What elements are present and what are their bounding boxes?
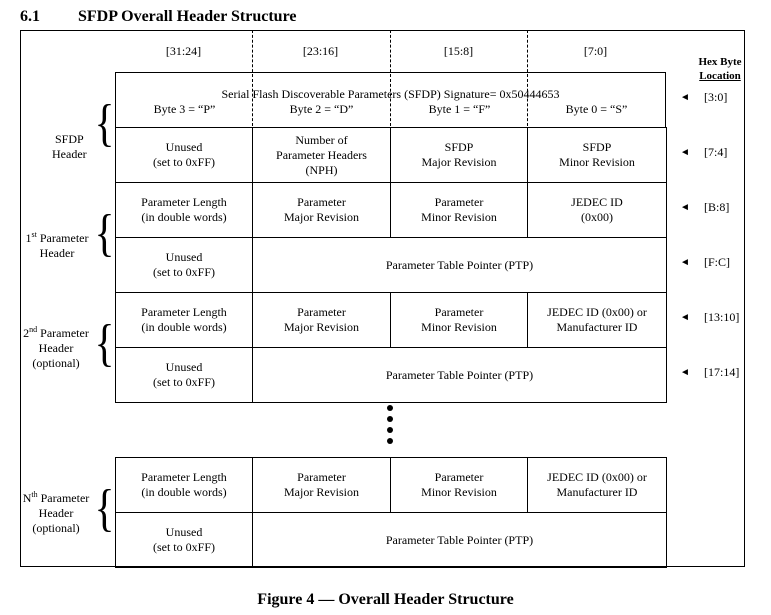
signature-byte: Byte 1 = “F” (428, 102, 491, 116)
signature-byte: Byte 3 = “P” (153, 102, 216, 116)
table-cell: Parameter Minor Revision (390, 457, 528, 513)
group-label-sfdp-header: SFDP Header (52, 132, 87, 161)
hex-byte-location: [F:C] (704, 255, 731, 269)
group-label-nth: Nth Parameter Header (optional) (22, 490, 90, 535)
hex-byte-location: [3:0] (704, 90, 728, 104)
arrow-left-icon: ◄ (680, 202, 690, 213)
table-cell: Parameter Major Revision (252, 292, 391, 348)
table-cell: Parameter Table Pointer (PTP) (252, 237, 667, 293)
signature-row: Serial Flash Discoverable Parameters (SF… (115, 72, 666, 128)
table-cell: Parameter Minor Revision (390, 292, 528, 348)
table-cell: JEDEC ID (0x00) or Manufacturer ID (527, 457, 667, 513)
table-cell: Parameter Major Revision (252, 457, 391, 513)
column-header: [15:8] (443, 44, 474, 58)
section-heading: SFDP Overall Header Structure (78, 8, 297, 25)
table-cell: Parameter Length (in double words) (115, 457, 253, 513)
figure-caption: Figure 4 — Overall Header Structure (257, 591, 514, 608)
table-cell: Parameter Minor Revision (390, 182, 528, 238)
figure-frame (20, 30, 745, 567)
column-divider (390, 30, 391, 126)
signature-byte: Byte 0 = “S” (565, 102, 628, 116)
group-label-1st: 1st Parameter Header (25, 230, 89, 260)
column-header: [7:0] (583, 44, 608, 58)
arrow-left-icon: ◄ (680, 147, 690, 158)
table-cell: Unused (set to 0xFF) (115, 347, 253, 403)
section-title: 6.1 SFDP Overall Header Structure (20, 8, 296, 26)
group-label-2nd: 2nd Parameter Header (optional) (23, 325, 89, 370)
table-cell: SFDP Major Revision (390, 127, 528, 183)
arrow-left-icon: ◄ (680, 312, 690, 323)
arrow-left-icon: ◄ (680, 92, 690, 103)
table-cell: Parameter Length (in double words) (115, 182, 253, 238)
table-cell: Number of Parameter Headers (NPH) (252, 127, 391, 183)
hex-byte-location: [13:10] (704, 310, 740, 324)
brace-icon: { (94, 205, 115, 262)
table-cell: Unused (set to 0xFF) (115, 127, 253, 183)
signature-byte: Byte 2 = “D” (289, 102, 354, 116)
table-cell: Parameter Length (in double words) (115, 292, 253, 348)
column-divider (527, 30, 528, 126)
table-cell: Parameter Major Revision (252, 182, 391, 238)
signature-text: Serial Flash Discoverable Parameters (SF… (221, 87, 560, 101)
table-cell: JEDEC ID (0x00) (527, 182, 667, 238)
hex-byte-location: [B:8] (704, 200, 730, 214)
table-cell: JEDEC ID (0x00) or Manufacturer ID (527, 292, 667, 348)
arrow-left-icon: ◄ (680, 257, 690, 268)
table-cell: SFDP Minor Revision (527, 127, 667, 183)
arrow-left-icon: ◄ (680, 367, 690, 378)
brace-icon: { (94, 95, 115, 152)
brace-icon: { (94, 480, 115, 537)
column-header: [31:24] (165, 44, 202, 58)
column-header: [23:16] (302, 44, 339, 58)
table-cell: Parameter Table Pointer (PTP) (252, 347, 667, 403)
hex-byte-location: [7:4] (704, 145, 728, 159)
column-divider (252, 30, 253, 126)
brace-icon: { (94, 315, 115, 372)
section-number: 6.1 (20, 8, 40, 25)
table-cell: Parameter Table Pointer (PTP) (252, 512, 667, 568)
ellipsis-dots (387, 405, 393, 449)
hex-byte-location: [17:14] (704, 365, 740, 379)
table-cell: Unused (set to 0xFF) (115, 237, 253, 293)
table-cell: Unused (set to 0xFF) (115, 512, 253, 568)
